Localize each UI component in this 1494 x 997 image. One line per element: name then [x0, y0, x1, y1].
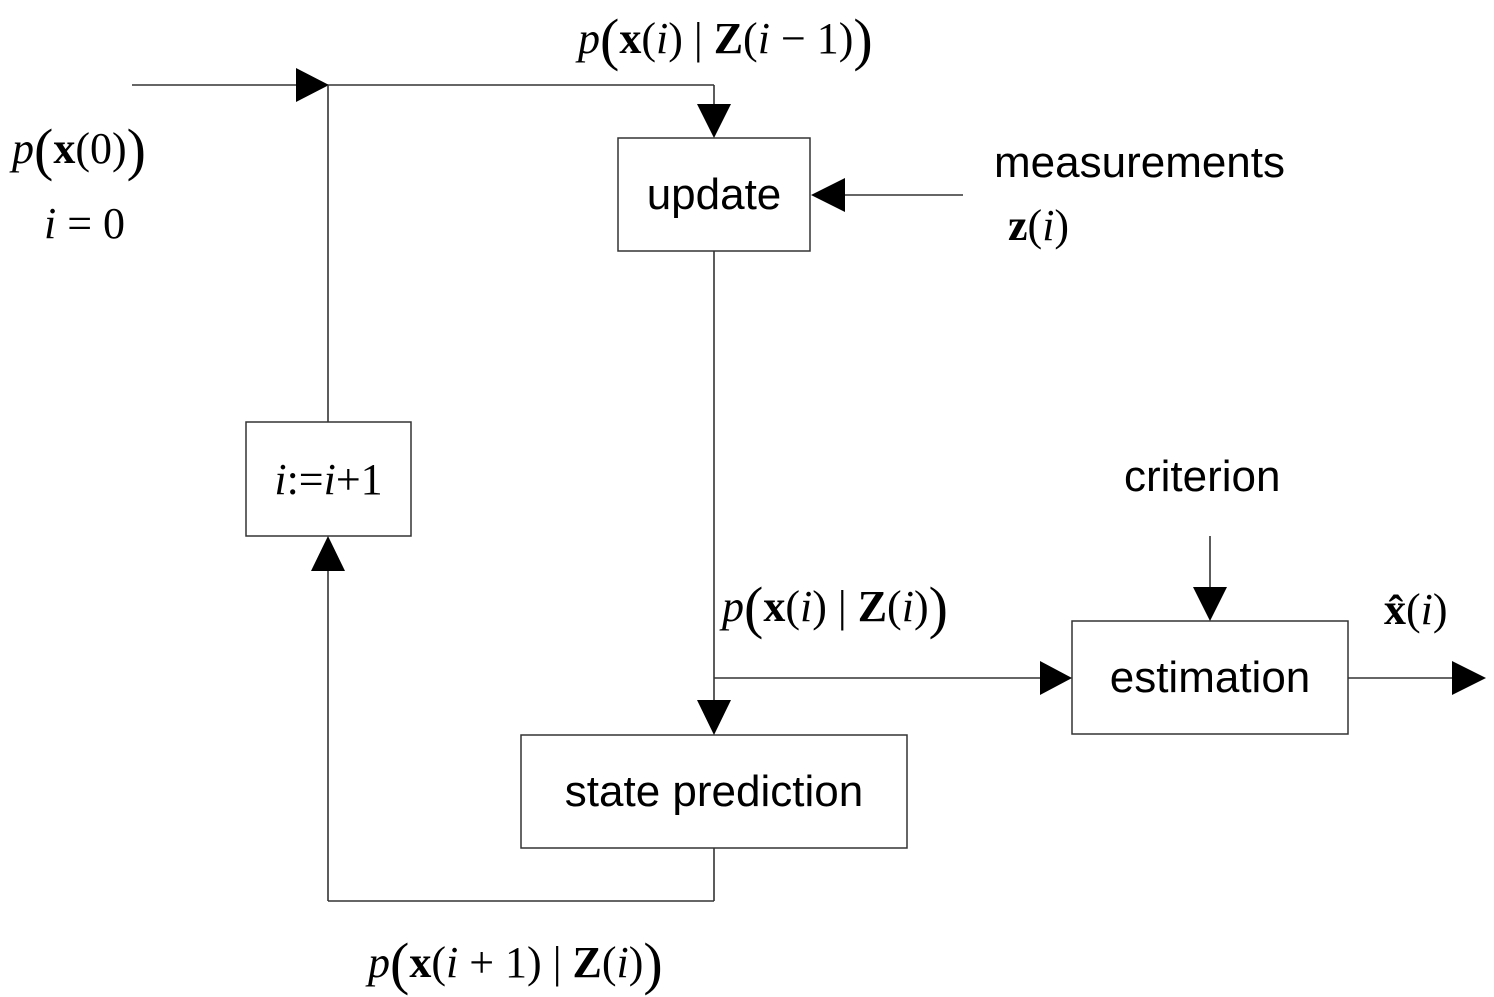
- increment-label: i:=i+1: [246, 422, 411, 536]
- measurement-set-Z: Z: [572, 938, 602, 987]
- state-prediction-text: state prediction: [564, 766, 864, 816]
- update-text: update: [646, 169, 782, 219]
- measurement-arrowhead: [811, 178, 845, 212]
- initial-index-label: i = 0: [44, 198, 125, 249]
- paren: (: [1406, 585, 1421, 634]
- big-paren-close: ): [853, 7, 873, 72]
- arg-rest: + 1): [458, 938, 542, 987]
- var-i: i: [1042, 201, 1055, 250]
- paren: (: [641, 14, 656, 63]
- paren: ): [1054, 201, 1070, 250]
- measurements-label: measurements: [994, 138, 1285, 188]
- given-bar: |: [541, 938, 573, 987]
- increment-assign: :=: [286, 454, 324, 504]
- var-i: i: [445, 938, 459, 987]
- initial-density-label: p(x(0)): [12, 116, 146, 183]
- paren: (: [785, 582, 800, 631]
- initial-arg: (0): [75, 124, 127, 173]
- paren: ): [812, 582, 827, 631]
- paren: (: [1027, 201, 1043, 250]
- var-i: i: [1420, 585, 1433, 634]
- predicted-density-label: p(x(i + 1) | Z(i)): [368, 930, 663, 997]
- paren: (: [431, 938, 446, 987]
- estimation-label: estimation: [1072, 621, 1348, 734]
- estimation-text: estimation: [1109, 652, 1311, 702]
- density-p: p: [12, 124, 34, 173]
- big-paren-close: ): [126, 117, 146, 182]
- given-bar: |: [826, 582, 858, 631]
- big-paren-open: (: [34, 117, 54, 182]
- estimate-output-label: x̂(i): [1384, 584, 1448, 635]
- density-p: p: [368, 938, 390, 987]
- paren: (: [743, 14, 758, 63]
- big-paren-open: (: [390, 931, 410, 996]
- posterior-density-label: p(x(i) | Z(i)): [722, 574, 948, 641]
- criterion-label: criterion: [1124, 452, 1281, 502]
- var-i: i: [616, 938, 629, 987]
- criterion-text: criterion: [1124, 452, 1281, 501]
- arg-rest: − 1): [769, 14, 854, 63]
- paren: (: [887, 582, 902, 631]
- big-paren-open: (: [600, 7, 620, 72]
- density-p: p: [722, 582, 744, 631]
- var-i: i: [799, 582, 813, 631]
- update-input-arrowhead: [697, 104, 731, 138]
- state-prediction-box: [520, 734, 908, 849]
- paren: ): [1432, 585, 1448, 634]
- measurement-set-Z: Z: [857, 582, 888, 631]
- given-bar: |: [682, 14, 714, 63]
- prior-density-label: p(x(i) | Z(i − 1)): [578, 6, 873, 73]
- state-x: x: [763, 582, 786, 631]
- criterion-arrowhead: [1193, 587, 1227, 621]
- state-x: x: [619, 14, 642, 63]
- index-eq: = 0: [56, 199, 126, 248]
- index-var: i: [44, 199, 57, 248]
- var-i: i: [655, 14, 669, 63]
- increment-plus-one: +1: [335, 454, 383, 504]
- initial-input-arrowhead: [296, 68, 329, 102]
- increment-input-arrowhead: [311, 536, 345, 571]
- var-i: i: [757, 14, 770, 63]
- measurement-z: z: [1008, 201, 1028, 250]
- update-label: update: [618, 138, 810, 251]
- measurement-set-Z: Z: [713, 14, 744, 63]
- big-paren-close: ): [643, 931, 663, 996]
- measurement-symbol-label: z(i): [1008, 200, 1069, 251]
- measurements-text: measurements: [994, 138, 1286, 187]
- output-arrowhead: [1452, 661, 1486, 695]
- increment-box: [245, 421, 412, 537]
- state-prediction-arrowhead: [697, 700, 731, 735]
- state-x: x: [53, 124, 76, 173]
- big-paren-open: (: [744, 575, 764, 640]
- increment-var-b: i: [323, 454, 336, 504]
- state-x: x: [409, 938, 432, 987]
- arg-rest: ): [628, 938, 644, 987]
- paren: ): [668, 14, 683, 63]
- estimation-input-arrowhead: [1040, 661, 1072, 695]
- update-box: [617, 137, 811, 252]
- big-paren-close: ): [928, 575, 948, 640]
- increment-var-a: i: [274, 454, 287, 504]
- density-p: p: [578, 14, 600, 63]
- arg-rest: ): [913, 582, 929, 631]
- paren: (: [601, 938, 617, 987]
- estimate-x-hat: x̂: [1384, 585, 1406, 634]
- state-prediction-label: state prediction: [521, 735, 907, 848]
- var-i: i: [901, 582, 914, 631]
